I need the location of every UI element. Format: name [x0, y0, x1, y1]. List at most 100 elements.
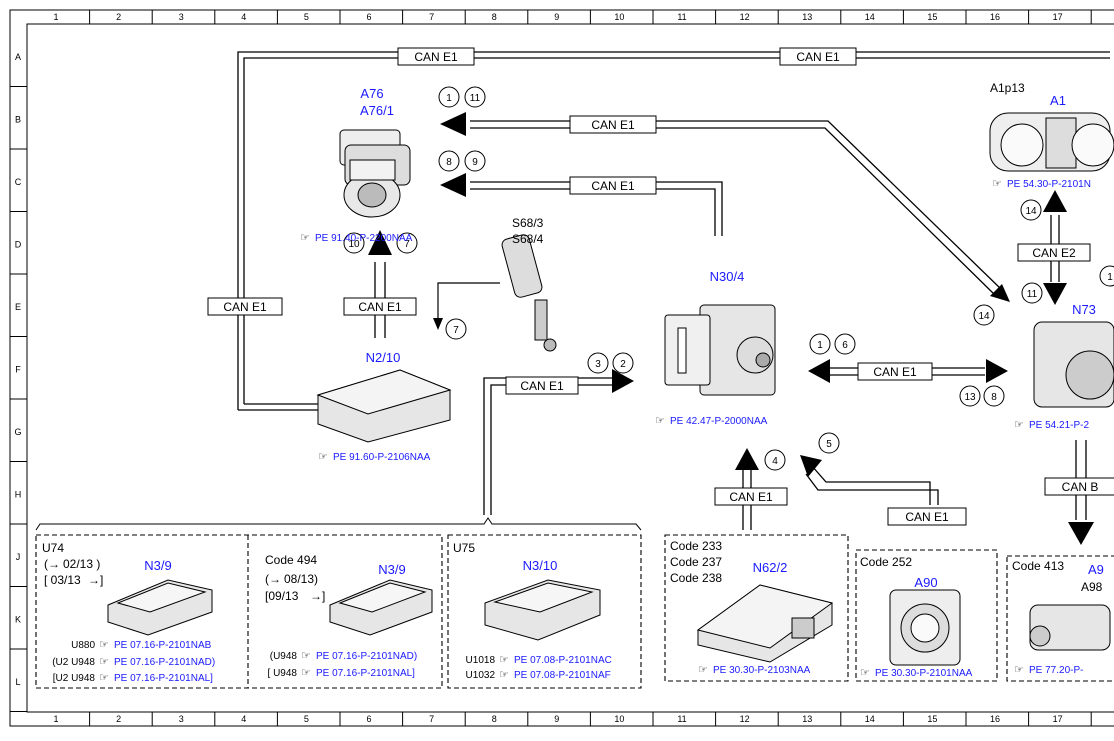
can-bus-label: CAN E1 [397, 47, 475, 66]
connection-number-circle: 3 [587, 352, 609, 374]
u74-right-reference: PE 07.16-P-2101NAL] [316, 668, 415, 679]
group-bracket [35, 517, 642, 531]
connection-number: 11 [470, 93, 481, 104]
pointing-hand-icon: ☞ [655, 415, 665, 427]
n73-reference: PE 54.21-P-2 [1029, 420, 1089, 431]
u-code: U1032 [466, 670, 496, 681]
can-bus-label-text: CAN B [1062, 480, 1099, 494]
code-413: Code 413 [1012, 559, 1064, 573]
grid-column-label: 4 [241, 12, 246, 22]
connection-number: 2 [620, 359, 626, 370]
n3-9-right-label: N3/9 [378, 562, 405, 577]
a90-label: A90 [914, 575, 937, 590]
u74-right-date-2: [09/13 [265, 589, 299, 603]
grid-column-label: 6 [366, 12, 371, 22]
grid-column-label: 2 [116, 714, 121, 724]
code-238: Code 238 [670, 571, 722, 585]
connection-number-circle: 7 [396, 232, 418, 254]
pointing-hand-icon: ☞ [99, 639, 109, 651]
a90-component-drawing [889, 589, 961, 666]
grid-row-label: E [15, 302, 21, 312]
can-bus-label: CAN E1 [569, 115, 657, 134]
connection-number: 8 [446, 157, 452, 168]
u-code: U880 [71, 640, 95, 651]
grid-column-label: 9 [554, 12, 559, 22]
u-code: U1018 [466, 655, 496, 666]
connection-number: 9 [472, 157, 478, 168]
grid-row-label: J [16, 552, 21, 562]
code-252: Code 252 [860, 555, 912, 569]
can-bus-label: CAN E1 [343, 297, 417, 316]
grid-column-label: 15 [927, 714, 937, 724]
grid-column-label: 1 [53, 12, 58, 22]
a76-reference: PE 91.40-P-2200NAA [315, 233, 413, 244]
grid-row-label: H [15, 490, 22, 500]
n3-9-right-drawing [329, 579, 433, 636]
reference-callout: ☞PE 91.60-P-2106NAA [318, 451, 431, 463]
s68-arrowhead [433, 318, 443, 330]
pointing-hand-icon: ☞ [301, 667, 311, 679]
a1-reference: PE 54.30-P-2101N [1007, 179, 1091, 190]
connection-number-circle: 4 [764, 449, 786, 471]
reference-callout: ☞PE 91.40-P-2200NAA [300, 232, 413, 244]
can-bus-label-text: CAN E1 [729, 490, 773, 504]
arrowheads [368, 112, 1094, 545]
grid-row-label: D [15, 240, 22, 250]
connection-number: 4 [772, 456, 778, 467]
reference-callout: ☞PE 07.08-P-2101NAC [499, 654, 612, 666]
grid-column-label: 9 [554, 714, 559, 724]
grid-column-label: 16 [990, 12, 1000, 22]
a1p13-label: A1p13 [990, 81, 1025, 95]
a76-component-drawing [339, 129, 411, 218]
reference-callout: ☞PE 30.30-P-2103NAA [698, 664, 811, 676]
grid-column-label: 13 [802, 714, 812, 724]
grid-column-label: 5 [304, 12, 309, 22]
s68-4-label: S68/4 [512, 232, 544, 246]
a90-reference: PE 30.30-P-2101NAA [875, 668, 973, 679]
pointing-hand-icon: ☞ [301, 650, 311, 662]
u74-left-reference: PE 07.16-P-2101NAD) [114, 657, 215, 668]
connection-number-circle: 13 [959, 385, 981, 407]
u74-left-reference: PE 07.16-P-2101NAB [114, 640, 212, 651]
grid-column-label: 7 [429, 714, 434, 724]
grid-column-label: 11 [677, 12, 686, 22]
can-bus-label: CAN E1 [569, 176, 657, 195]
grid-row-label: K [15, 615, 21, 625]
grid-column-label: 17 [1053, 12, 1063, 22]
dashed-group-boxes [35, 534, 1114, 689]
connection-number-circle: 8 [983, 385, 1005, 407]
grid-column-label: 7 [429, 12, 434, 22]
connection-number-circle: 1 [809, 333, 831, 355]
reference-callout: ☞PE 42.47-P-2000NAA [655, 415, 768, 427]
a98-label: A98 [1081, 580, 1103, 594]
n30-component-drawing [664, 304, 776, 396]
grid-row-label: C [15, 177, 22, 187]
u-code: [ U948 [268, 668, 298, 679]
a1-label: A1 [1050, 93, 1066, 108]
u-code: (U2 U948 [52, 657, 95, 668]
n30-4-label: N30/4 [710, 269, 745, 284]
u74-title: U74 [42, 541, 64, 555]
code-237: Code 237 [670, 555, 722, 569]
connection-number: 7 [404, 239, 410, 250]
connection-number-circle: 11 [1021, 282, 1043, 304]
connection-number: 13 [964, 392, 976, 403]
connection-number-circle: 5 [818, 432, 840, 454]
reference-callout: ☞ PE 07.16-P-2101NAD) [99, 656, 215, 668]
pointing-hand-icon: ☞ [992, 178, 1002, 190]
s68-component-drawing [501, 234, 557, 352]
can-bus-label-text: CAN E1 [358, 300, 402, 314]
reference-callout: ☞PE 54.21-P-2 [1014, 419, 1089, 431]
connection-number: 10 [348, 239, 360, 250]
right-arrow-icon: (→ [44, 557, 60, 571]
n62-2-reference: PE 30.30-P-2103NAA [713, 665, 811, 676]
connection-number-circle: 10 [343, 232, 365, 254]
connection-number-circle: 14 [973, 304, 995, 326]
connection-number-circle: 1 [438, 86, 460, 108]
pointing-hand-icon: ☞ [99, 656, 109, 668]
connection-number: 1 [446, 93, 452, 104]
right-arrow-icon: →] [310, 589, 325, 603]
u74-right-reference: PE 07.16-P-2101NAD) [316, 651, 417, 662]
